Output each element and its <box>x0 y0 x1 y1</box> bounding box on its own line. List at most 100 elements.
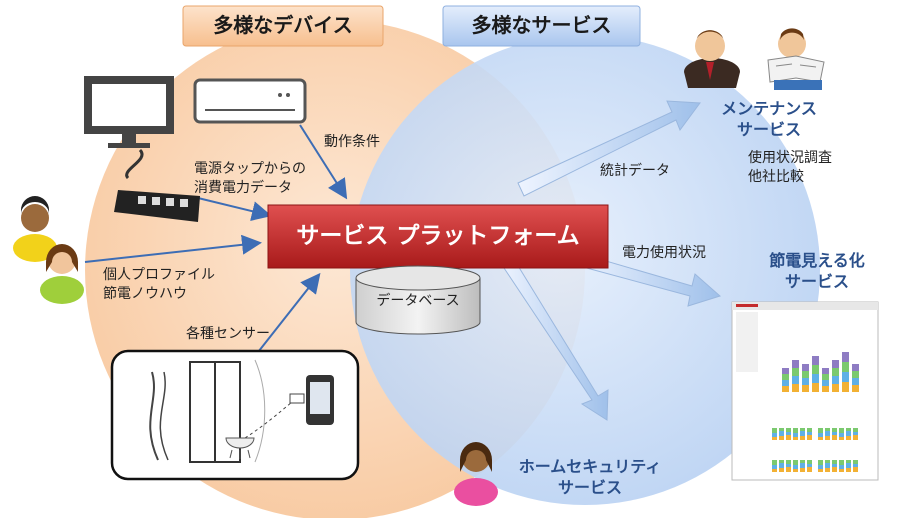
thumbnail-bar <box>793 465 798 469</box>
thumbnail-bar <box>832 368 839 376</box>
arrow-power-usage <box>571 251 721 307</box>
thumbnail-bar <box>853 460 858 464</box>
thumbnail-bar <box>842 372 849 382</box>
monitor-icon <box>84 76 174 148</box>
thumbnail-bar <box>852 364 859 371</box>
security-line2: サービス <box>557 478 622 497</box>
thumbnail-bar <box>772 433 777 437</box>
thumbnail-bar <box>786 435 791 440</box>
thumbnail-bar <box>818 469 823 472</box>
arrow-profile <box>84 234 262 263</box>
arrow-security <box>499 255 609 421</box>
thumbnail-bar <box>807 464 812 467</box>
maintenance-line1: メンテナンス <box>721 99 817 118</box>
database-label: データベース <box>376 293 460 309</box>
thumbnail-bar <box>846 436 851 440</box>
thumbnail-bar <box>812 374 819 383</box>
thumbnail-bar <box>839 460 844 465</box>
thumbnail-bar <box>832 360 839 368</box>
thumbnail-bar <box>832 432 837 435</box>
thumbnail-bar <box>818 433 823 437</box>
devices-title-box <box>182 5 384 47</box>
thumbnail-bar <box>793 433 798 437</box>
thumbnail-bar <box>812 383 819 392</box>
devices-title: 多様なデバイス <box>213 13 353 37</box>
profile-label-line2: 節電ノウハウ <box>103 286 187 302</box>
thumbnail-bar <box>832 376 839 384</box>
thumbnail-bar <box>772 469 777 472</box>
thumbnail-bar <box>782 380 789 386</box>
thumbnail-bar <box>822 380 829 386</box>
thumbnail-bar <box>792 360 799 368</box>
thumbnail-bar <box>807 428 812 432</box>
thumbnail-bar <box>812 356 819 365</box>
thumbnail-bar <box>842 382 849 392</box>
security-service-title: ホームセキュリティ サービス <box>500 456 680 498</box>
thumbnail-bar <box>782 368 789 374</box>
arrow-statistics <box>517 100 701 197</box>
thumbnail-bar <box>839 428 844 433</box>
newspaper-reader-icon <box>767 28 825 90</box>
thumbnail-bar <box>853 435 858 440</box>
thumbnail-bar <box>839 437 844 440</box>
thumbnail-bar <box>818 428 823 433</box>
thumbnail-bar <box>802 364 809 371</box>
thumbnail-bar <box>825 428 830 431</box>
thumbnail-bar <box>807 467 812 472</box>
thumbnail-bar <box>800 460 805 463</box>
thumbnail-bar <box>779 436 784 440</box>
thumbnail-bar <box>839 469 844 472</box>
thumbnail-bar <box>822 386 829 392</box>
thumbnail-bar <box>842 352 849 362</box>
thumbnail-bar <box>793 460 798 465</box>
thumbnail-bar <box>825 468 830 472</box>
thumbnail-bar <box>786 460 791 464</box>
profile-label-line1: 個人プロファイル <box>103 267 215 283</box>
arrow-conditions <box>299 124 348 200</box>
thumbnail-bar <box>782 374 789 380</box>
person-woman-icon <box>40 244 84 304</box>
person-man-icon <box>13 196 57 262</box>
thumbnail-bar <box>825 460 830 463</box>
thumbnail-bar <box>846 460 851 463</box>
thumbnail-bar <box>800 468 805 472</box>
maintenance-detail-line2: 他社比較 <box>748 169 804 185</box>
visualization-service-title: 節電見える化 サービス <box>752 250 882 292</box>
thumbnail-bar <box>832 435 837 440</box>
thumbnail-bar <box>832 464 837 467</box>
thumbnail-bar <box>792 376 799 384</box>
thumbnail-bar <box>800 436 805 440</box>
thumbnail-bar <box>818 460 823 465</box>
platform-box <box>267 204 609 269</box>
thumbnail-bar <box>846 431 851 436</box>
thumbnail-bar <box>853 432 858 435</box>
thumbnail-bar <box>772 465 777 469</box>
sensors-box <box>110 349 360 481</box>
thumbnail-bar <box>818 465 823 469</box>
thumbnail-bar <box>807 460 812 464</box>
thumbnail-bar <box>793 437 798 440</box>
arrow-tap-data <box>197 197 272 221</box>
thumbnail-bar <box>782 386 789 392</box>
services-title: 多様なサービス <box>471 13 612 37</box>
thumbnail-bar <box>825 431 830 436</box>
thumbnail-bar <box>846 463 851 468</box>
thumbnail-bar <box>800 428 805 431</box>
visualization-line1: 節電見える化 <box>769 251 865 270</box>
thumbnail-bar <box>839 465 844 469</box>
thumbnail-bar <box>779 428 784 431</box>
thumbnail-bar <box>807 432 812 435</box>
thumbnail-bar <box>802 378 809 385</box>
thumbnail-bar <box>832 384 839 392</box>
thumbnail-bar <box>779 463 784 468</box>
thumbnail-bar <box>792 368 799 376</box>
person-security-icon <box>454 442 498 506</box>
thumbnail-bar <box>852 371 859 378</box>
thumbnail-bar <box>825 463 830 468</box>
services-title-box <box>442 5 641 47</box>
thumbnail-bar <box>786 432 791 435</box>
services-circle <box>350 35 820 505</box>
thumbnail-bar <box>812 365 819 374</box>
thumbnail-bar <box>832 467 837 472</box>
thumbnail-bar <box>786 464 791 467</box>
